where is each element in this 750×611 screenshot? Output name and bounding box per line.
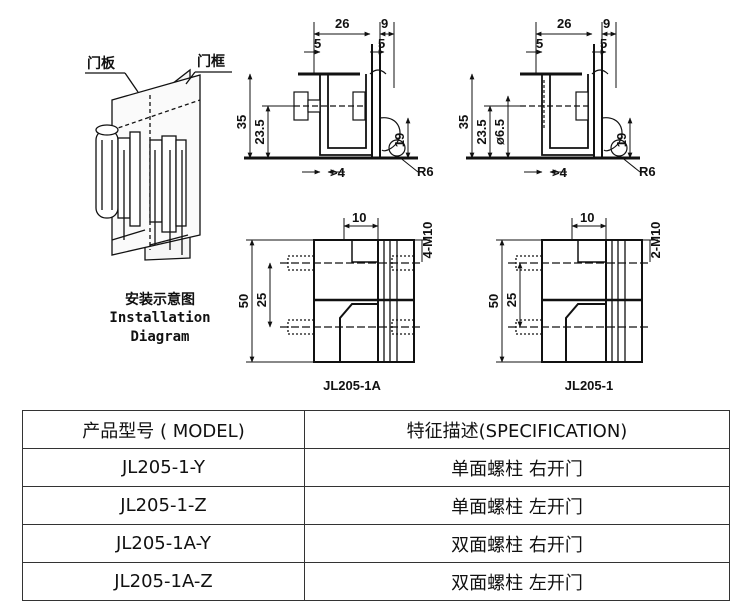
dim-phi-right: ø6.5 — [492, 119, 507, 145]
dim-35-left: 35 — [234, 115, 249, 129]
model-name-jl205-1a: JL205-1A — [323, 378, 381, 393]
table-header-row: 产品型号 ( MODEL) 特征描述(SPECIFICATION) — [22, 410, 730, 449]
header-model: 产品型号 ( MODEL) — [22, 410, 305, 449]
dim-25-1a: 25 — [254, 293, 269, 307]
cell-model: JL205-1A-Z — [22, 562, 305, 601]
cell-spec: 单面螺柱 左开门 — [304, 486, 730, 525]
dim-4-left: >4 — [330, 165, 346, 180]
dim-9-right: 9 — [603, 16, 610, 31]
dim-19-left: 19 — [392, 133, 407, 147]
dim-5a-right: 5 — [536, 36, 543, 51]
dim-9-left: 9 — [381, 16, 388, 31]
dim-5b-right: 5 — [600, 36, 607, 51]
front-view-jl205-1 — [508, 239, 648, 363]
dim-23-right: 23.5 — [474, 119, 489, 144]
table-row: JL205-1-Z 单面螺柱 左开门 — [22, 486, 730, 525]
installation-illustration — [85, 68, 232, 261]
door-frame-label: 门框 — [197, 53, 225, 70]
hinge-barrel — [95, 129, 119, 219]
dim-r6-left: R6 — [417, 164, 434, 179]
cell-spec: 双面螺柱 左开门 — [304, 562, 730, 601]
dim-5b-left: 5 — [378, 36, 385, 51]
door-panel-label: 门板 — [87, 55, 116, 72]
dim-26-left: 26 — [335, 16, 349, 31]
dim-10-1: 10 — [580, 210, 594, 225]
cell-spec: 双面螺柱 右开门 — [304, 524, 730, 563]
cell-model: JL205-1A-Y — [22, 524, 305, 563]
dim-25-1: 25 — [504, 293, 519, 307]
front-view-jl205-1a — [280, 239, 420, 363]
technical-drawing: 门板 门框 26 9 5 5 35 23.5 — [85, 16, 663, 393]
dim-4-right: >4 — [552, 165, 568, 180]
dim-r6-right: R6 — [639, 164, 656, 179]
caption-installation-en: Installation Diagram — [109, 310, 211, 345]
thread-1a: 4-M10 — [420, 222, 435, 259]
table-row: JL205-1A-Y 双面螺柱 右开门 — [22, 524, 730, 563]
dim-23-left: 23.5 — [252, 119, 267, 144]
model-name-jl205-1: JL205-1 — [565, 378, 613, 393]
spec-table: 产品型号 ( MODEL) 特征描述(SPECIFICATION) JL205-… — [22, 410, 730, 601]
side-view-left — [244, 44, 418, 160]
header-specification: 特征描述(SPECIFICATION) — [304, 410, 730, 449]
table-row: JL205-1A-Z 双面螺柱 左开门 — [22, 562, 730, 601]
dim-19-right: 19 — [614, 133, 629, 147]
table-row: JL205-1-Y 单面螺柱 右开门 — [22, 448, 730, 487]
dim-35-right: 35 — [456, 115, 471, 129]
cell-model: JL205-1-Y — [22, 448, 305, 487]
side-view-right — [466, 44, 640, 160]
cell-spec: 单面螺柱 右开门 — [304, 448, 730, 487]
thread-1: 2-M10 — [648, 222, 663, 259]
dim-26-right: 26 — [557, 16, 571, 31]
dim-10-1a: 10 — [352, 210, 366, 225]
dim-5a-left: 5 — [314, 36, 321, 51]
cell-model: JL205-1-Z — [22, 486, 305, 525]
caption-installation-zh: 安装示意图 — [125, 292, 195, 308]
dim-50-1a: 50 — [236, 294, 251, 308]
dim-50-1: 50 — [486, 294, 501, 308]
